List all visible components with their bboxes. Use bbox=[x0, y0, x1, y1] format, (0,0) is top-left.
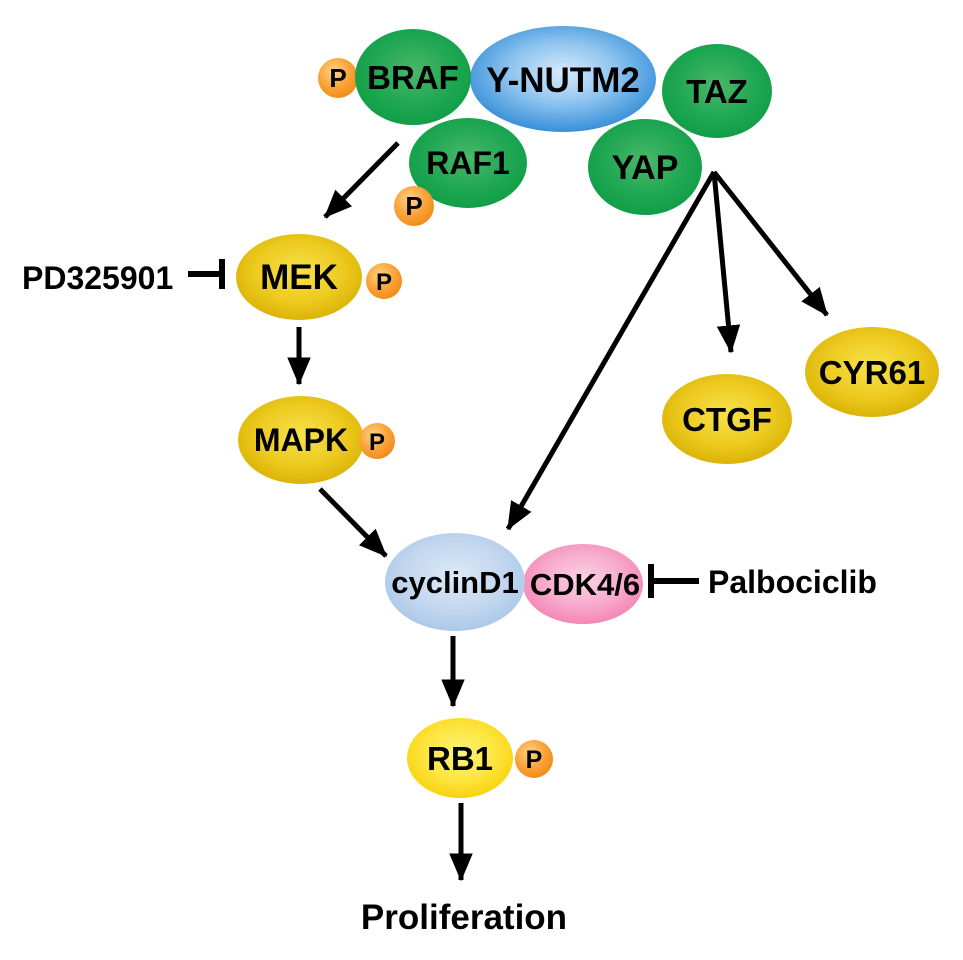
cyr61-label: CYR61 bbox=[819, 354, 925, 391]
node-rb1: RB1 bbox=[407, 718, 513, 798]
arrow-raf-to-mek bbox=[323, 141, 400, 219]
node-cyclind1: cyclinD1 bbox=[385, 533, 525, 631]
proliferation-label: Proliferation bbox=[361, 898, 567, 937]
ynutm2-ellipse bbox=[470, 26, 656, 132]
cdk46-ellipse bbox=[523, 544, 643, 624]
phospho-badge-rb1: P bbox=[515, 740, 553, 778]
phospho-badge-label: P bbox=[376, 269, 392, 296]
arrow-yap-to-ctgf bbox=[711, 171, 741, 354]
raf1-ellipse bbox=[409, 118, 527, 208]
node-ynutm2: Y-NUTM2 bbox=[470, 26, 656, 132]
rb1-ellipse bbox=[407, 718, 513, 798]
taz-ellipse bbox=[662, 44, 772, 138]
arrow-mapk-to-cyclind1 bbox=[318, 487, 388, 558]
raf1-label: RAF1 bbox=[426, 145, 510, 181]
taz-label: TAZ bbox=[686, 73, 748, 110]
cyclind1-ellipse bbox=[385, 533, 525, 631]
phospho-circle-icon bbox=[359, 423, 395, 459]
phospho-badge-mapk: P bbox=[359, 423, 395, 459]
phospho-circle-icon bbox=[366, 263, 402, 299]
phospho-badge-label: P bbox=[405, 191, 422, 221]
mapk-ellipse bbox=[238, 396, 364, 484]
ctgf-label: CTGF bbox=[682, 401, 772, 438]
cdk46-label: CDK4/6 bbox=[530, 567, 640, 602]
phospho-badge-label: P bbox=[329, 63, 346, 93]
inhibitor-pd325901-label: PD325901 bbox=[22, 260, 173, 296]
cyclind1-label: cyclinD1 bbox=[391, 565, 519, 600]
yap-ellipse bbox=[588, 119, 702, 215]
node-mapk: MAPK bbox=[238, 396, 364, 484]
yap-label: YAP bbox=[612, 149, 679, 187]
braf-ellipse bbox=[355, 29, 471, 125]
phospho-badge-label: P bbox=[369, 429, 385, 456]
node-ctgf: CTGF bbox=[662, 374, 792, 464]
inhibitor-palbociclib: Palbociclib bbox=[648, 564, 877, 600]
phospho-circle-icon bbox=[318, 58, 358, 98]
phospho-badge-braf: P bbox=[318, 58, 358, 98]
phospho-circle-icon bbox=[515, 740, 553, 778]
rb1-label: RB1 bbox=[427, 740, 493, 777]
node-cyr61: CYR61 bbox=[805, 327, 939, 417]
phospho-badge-raf1: P bbox=[394, 186, 434, 226]
node-taz: TAZ bbox=[662, 44, 772, 138]
ctgf-ellipse bbox=[662, 374, 792, 464]
phospho-badge-label: P bbox=[526, 746, 543, 774]
node-mek: MEK bbox=[236, 234, 362, 320]
node-braf: BRAF bbox=[355, 29, 471, 125]
cyr61-ellipse bbox=[805, 327, 939, 417]
mapk-label: MAPK bbox=[254, 422, 348, 458]
mek-label: MEK bbox=[260, 258, 338, 297]
ynutm2-label: Y-NUTM2 bbox=[486, 61, 640, 100]
arrow-yap-to-cyclind1 bbox=[505, 170, 717, 531]
mek-ellipse bbox=[236, 234, 362, 320]
phospho-circle-icon bbox=[394, 186, 434, 226]
inhibitor-palbociclib-label: Palbociclib bbox=[708, 564, 877, 600]
phospho-badge-mek: P bbox=[366, 263, 402, 299]
braf-label: BRAF bbox=[367, 59, 459, 96]
node-cdk46 bbox=[523, 544, 643, 624]
inhibitor-pd325901: PD325901 bbox=[22, 259, 225, 296]
pathway-arrows bbox=[287, 141, 829, 882]
node-raf1: RAF1 bbox=[409, 118, 527, 208]
arrow-yap-to-cyr61 bbox=[712, 170, 829, 317]
node-yap: YAP bbox=[588, 119, 702, 215]
